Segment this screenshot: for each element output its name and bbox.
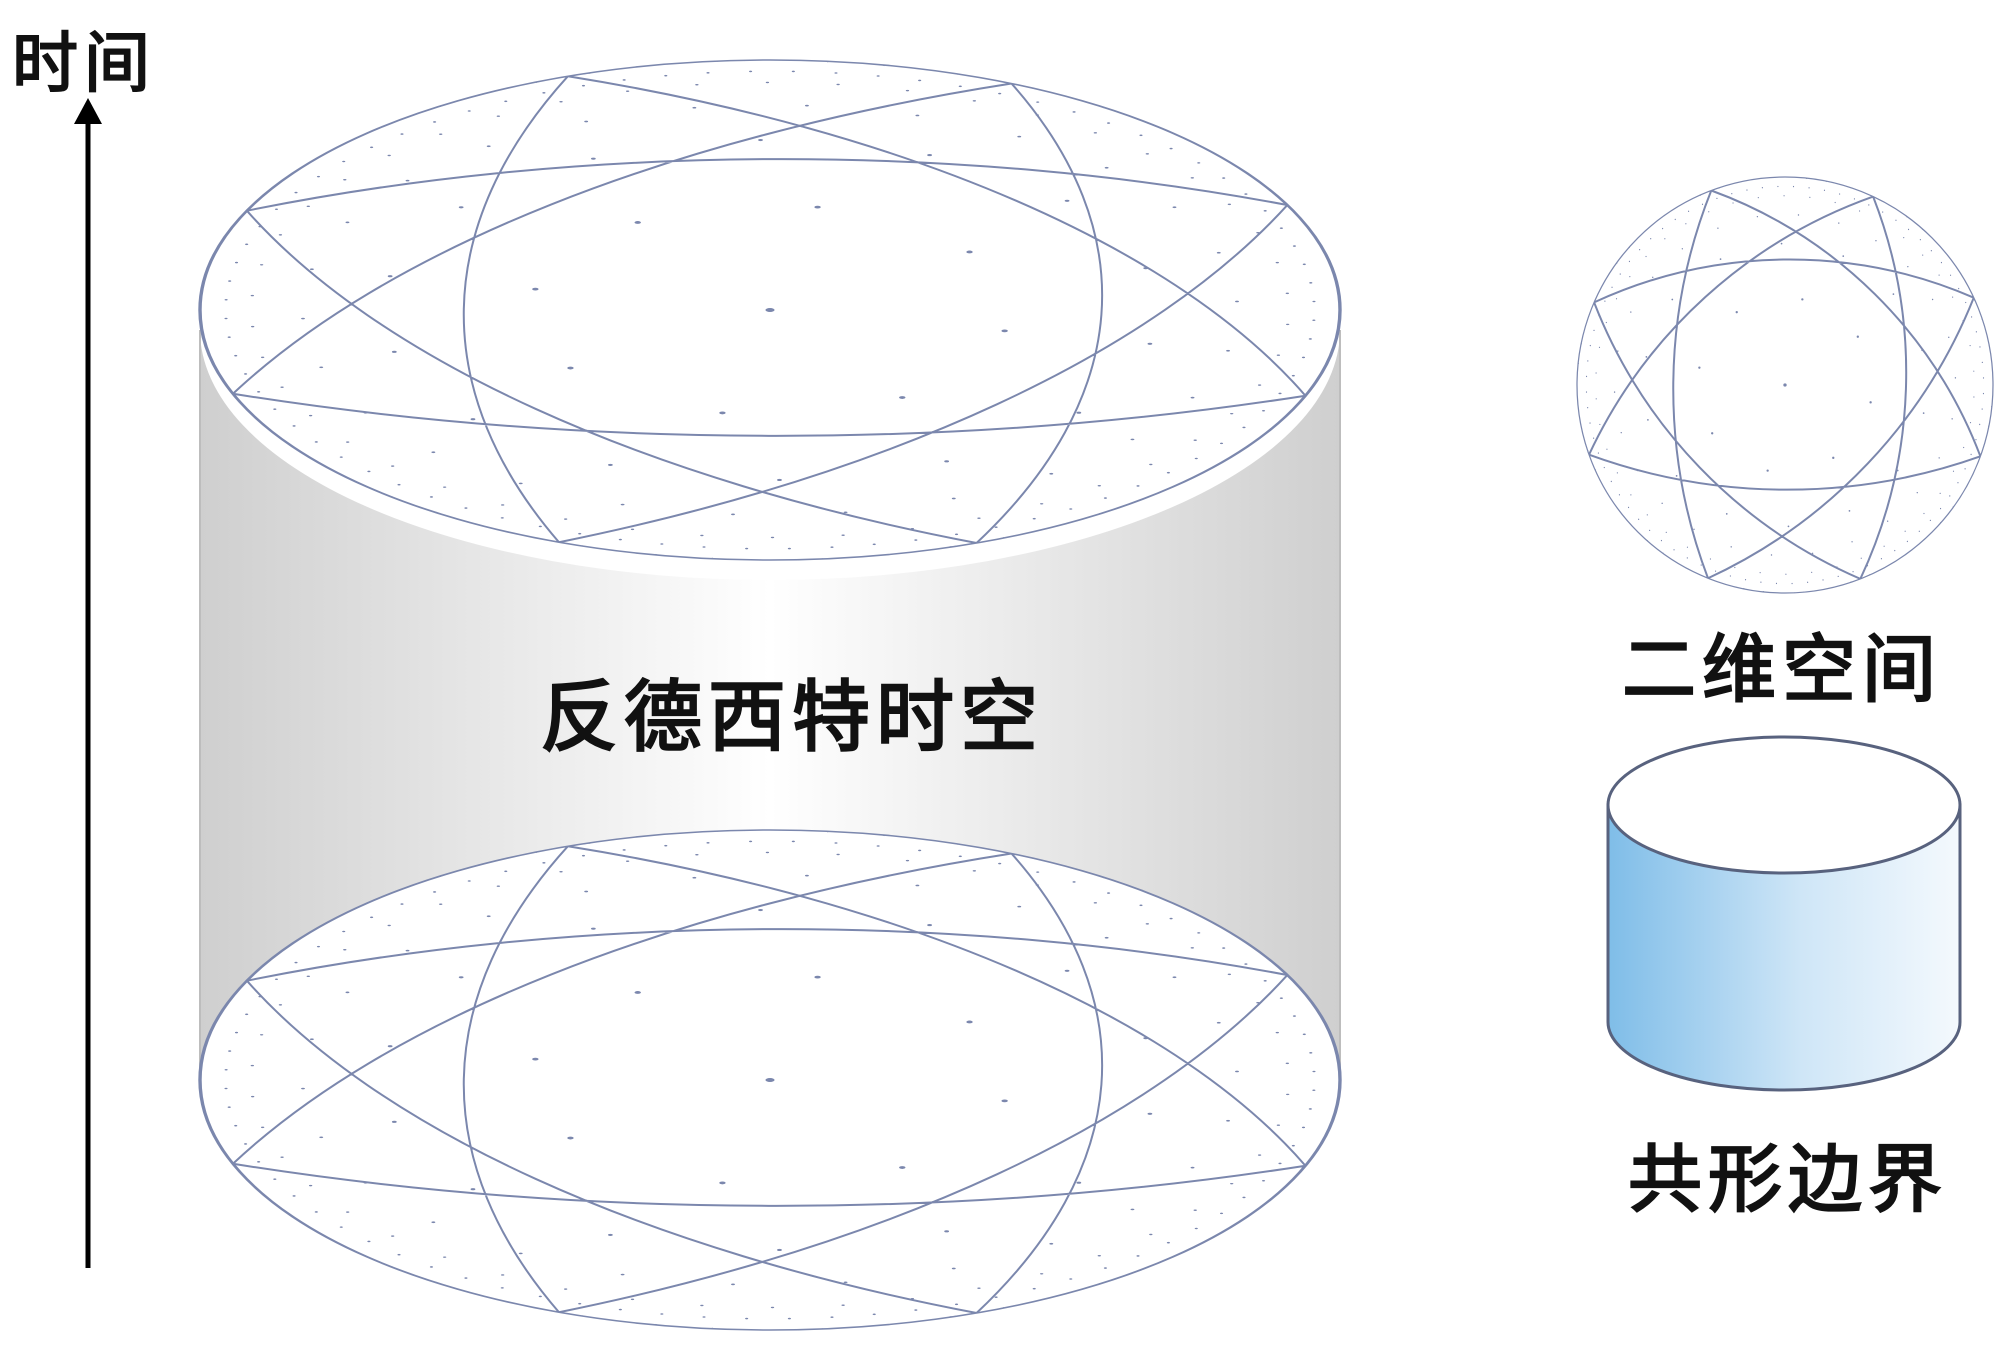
time-axis [74,98,102,1268]
boundary-cylinder-top [1606,735,1962,875]
time-axis-arrowhead [74,98,102,124]
two-d-space-label: 二维空间 [1622,627,1942,713]
hyperbolic-disk-legend [1541,141,2010,629]
boundary-cylinder-legend [1606,735,1962,1092]
ads-cylinder [102,17,1439,1360]
conformal-boundary-label: 共形边界 [1628,1137,1948,1223]
boundary-cylinder-body [1606,803,1962,1092]
time-axis-label: 时间 [12,25,156,102]
ads-spacetime-label: 反德西特时空 [540,673,1045,763]
